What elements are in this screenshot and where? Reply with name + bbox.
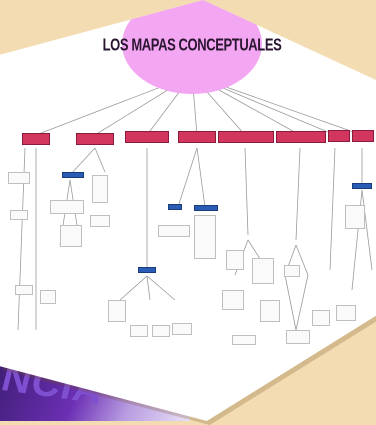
concept-node-blue	[168, 204, 182, 210]
concept-node	[178, 131, 216, 143]
concept-text-box	[336, 305, 356, 321]
concept-text-box	[50, 200, 84, 214]
concept-text-box	[286, 330, 310, 344]
concept-node	[22, 133, 50, 145]
concept-text-box	[312, 310, 330, 326]
concept-text-box	[252, 258, 274, 284]
concept-node	[125, 131, 169, 143]
concept-text-box	[158, 225, 190, 237]
concept-node	[218, 131, 274, 143]
concept-text-box	[222, 290, 244, 310]
diagram-title: LOS MAPAS CONCEPTUALES	[102, 33, 282, 55]
concept-text-box	[152, 325, 170, 337]
concept-node	[76, 133, 114, 145]
concept-text-box	[10, 210, 28, 220]
concept-node-blue	[352, 183, 372, 189]
concept-node-blue	[62, 172, 84, 178]
concept-node-blue	[194, 205, 218, 211]
concept-text-box	[130, 325, 148, 337]
concept-text-box	[108, 300, 126, 322]
concept-text-box	[40, 290, 56, 304]
concept-text-box	[284, 265, 300, 277]
concept-node	[352, 130, 374, 142]
concept-text-box	[345, 205, 365, 229]
concept-text-box	[8, 172, 30, 184]
concept-text-box	[60, 225, 82, 247]
concept-text-box	[15, 285, 33, 295]
concept-text-box	[194, 215, 216, 259]
concept-node-blue	[138, 267, 156, 273]
concept-text-box	[226, 250, 244, 270]
concept-text-box	[92, 175, 108, 203]
concept-node	[276, 131, 326, 143]
concept-text-box	[232, 335, 256, 345]
concept-text-box	[172, 323, 192, 335]
concept-text-box	[90, 215, 110, 227]
concept-text-box	[260, 300, 280, 322]
concept-node	[328, 130, 350, 142]
